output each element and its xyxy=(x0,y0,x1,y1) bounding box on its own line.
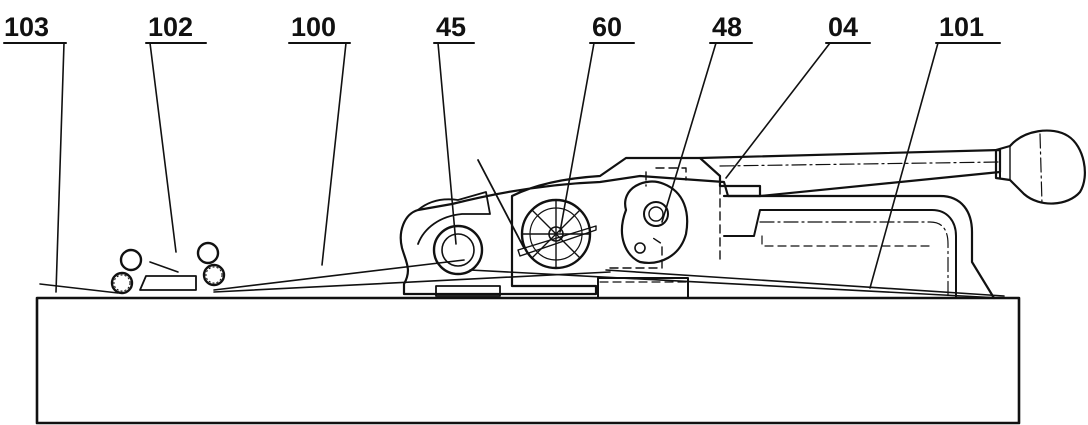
callout-label-103: 103 xyxy=(4,12,49,42)
base-block xyxy=(35,296,1021,425)
leader-line-101 xyxy=(869,42,939,289)
leader-line-100 xyxy=(321,42,347,266)
callout-label-102: 102 xyxy=(148,12,193,42)
leader-line-04 xyxy=(725,42,831,179)
callout-100: 100 xyxy=(288,12,351,266)
callout-04: 04 xyxy=(725,12,871,179)
roller-assembly-left xyxy=(110,241,226,295)
callout-101: 101 xyxy=(869,12,1001,289)
callout-label-60: 60 xyxy=(592,12,622,42)
callout-45: 45 xyxy=(433,12,475,245)
leader-line-45 xyxy=(437,42,457,245)
tensioner-tool xyxy=(399,129,1086,300)
callout-48: 48 xyxy=(661,12,753,223)
callout-103: 103 xyxy=(3,12,67,293)
callout-label-04: 04 xyxy=(828,12,858,42)
leader-line-60 xyxy=(559,42,595,233)
callout-102: 102 xyxy=(145,12,207,253)
callout-label-101: 101 xyxy=(939,12,984,42)
callout-label-45: 45 xyxy=(436,12,466,42)
strap xyxy=(39,159,1005,299)
leader-line-48 xyxy=(661,42,717,223)
callout-60: 60 xyxy=(559,12,635,233)
callout-label-100: 100 xyxy=(291,12,336,42)
callout-label-48: 48 xyxy=(712,12,742,42)
leader-line-102 xyxy=(149,42,177,253)
leader-line-103 xyxy=(55,42,65,293)
